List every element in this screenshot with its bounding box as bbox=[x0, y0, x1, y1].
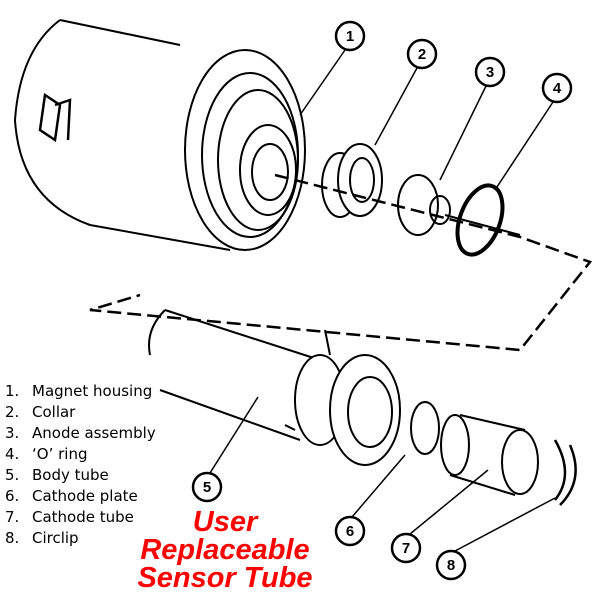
callout-3: 3 bbox=[486, 64, 494, 81]
anode-assembly bbox=[397, 174, 521, 236]
cathode-tube bbox=[440, 414, 539, 496]
o-ring bbox=[455, 183, 505, 257]
legend-item: 4. ‘O’ ring bbox=[5, 444, 156, 465]
leader-lines bbox=[209, 49, 556, 552]
parts-legend: 1. Magnet housing 2. Collar 3. Anode assemb… bbox=[5, 381, 156, 549]
callout-2: 2 bbox=[418, 46, 426, 63]
callout-7: 7 bbox=[402, 540, 410, 557]
legend-label: Magnet housing bbox=[32, 382, 153, 400]
legend-item: 8. Circlip bbox=[5, 528, 156, 549]
legend-number: 2. bbox=[5, 403, 20, 421]
legend-number: 8. bbox=[5, 529, 20, 547]
diagram-title: User Replaceable Sensor Tube bbox=[105, 506, 345, 594]
legend-label: Collar bbox=[32, 403, 76, 421]
title-line: Sensor Tube bbox=[137, 562, 313, 594]
callout-markers bbox=[191, 20, 573, 581]
callout-4: 4 bbox=[553, 80, 562, 97]
magnet-housing bbox=[13, 19, 306, 251]
legend-item: 7. Cathode tube bbox=[5, 507, 156, 528]
legend-label: Cathode tube bbox=[32, 508, 134, 526]
callout-1: 1 bbox=[346, 28, 354, 45]
title-line: User bbox=[192, 506, 258, 538]
legend-number: 5. bbox=[5, 466, 20, 484]
legend-label: Circlip bbox=[32, 529, 79, 547]
assembly-axis bbox=[89, 173, 593, 352]
legend-label: Body tube bbox=[32, 466, 109, 484]
callout-8: 8 bbox=[447, 557, 455, 574]
legend-number: 1. bbox=[5, 382, 20, 400]
legend-number: 4. bbox=[5, 445, 20, 463]
legend-number: 7. bbox=[5, 508, 20, 526]
legend-label: Anode assembly bbox=[32, 424, 156, 442]
legend-label: Cathode plate bbox=[32, 487, 138, 505]
legend-item: 6. Cathode plate bbox=[5, 486, 156, 507]
circlip bbox=[553, 439, 577, 506]
cathode-plate bbox=[410, 401, 440, 455]
title-line: Replaceable bbox=[140, 534, 310, 566]
legend-number: 6. bbox=[5, 487, 20, 505]
legend-item: 3. Anode assembly bbox=[5, 423, 156, 444]
legend-item: 1. Magnet housing bbox=[5, 381, 156, 402]
legend-item: 5. Body tube bbox=[5, 465, 156, 486]
legend-label: ‘O’ ring bbox=[32, 445, 88, 463]
collar bbox=[321, 143, 383, 218]
callout-5: 5 bbox=[203, 479, 211, 496]
legend-item: 2. Collar bbox=[5, 402, 156, 423]
body-tube bbox=[148, 309, 401, 466]
legend-number: 3. bbox=[5, 424, 20, 442]
callout-6: 6 bbox=[346, 523, 354, 540]
